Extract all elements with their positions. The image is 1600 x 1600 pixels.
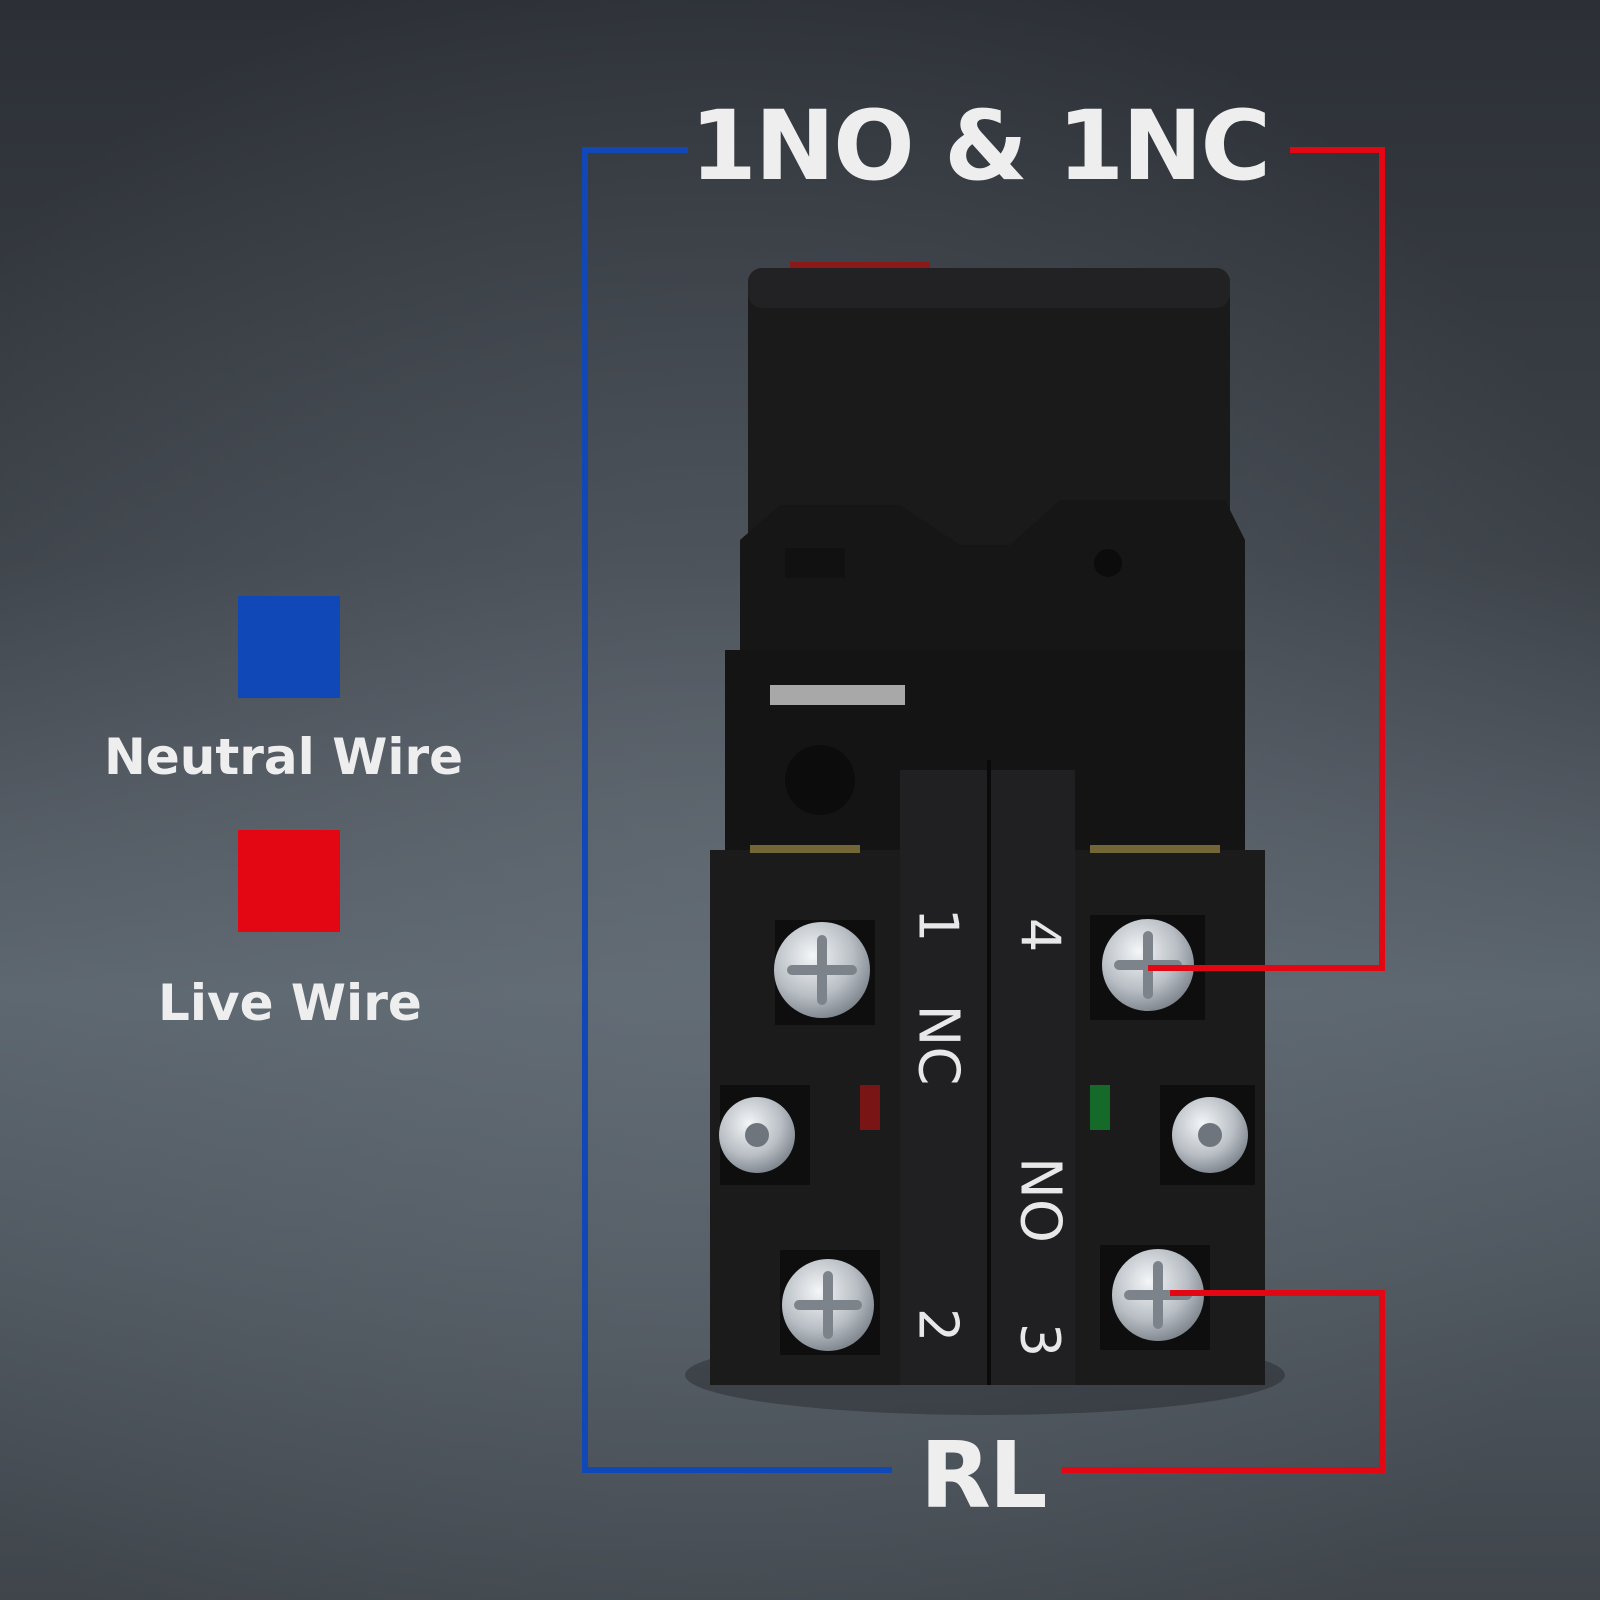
- neutral-wire-line: [582, 147, 892, 1473]
- live-wire-line-top: [1148, 147, 1385, 971]
- screw-bottom-left: [782, 1259, 874, 1351]
- terminal-1-label: 1: [907, 908, 970, 942]
- latch: [770, 685, 905, 705]
- no-indicator: [1090, 1085, 1110, 1130]
- live-wire-label: Live Wire: [158, 974, 422, 1032]
- neutral-wire-label: Neutral Wire: [104, 728, 464, 786]
- neutral-wire-swatch: [238, 596, 340, 698]
- nc-label: NC: [906, 1005, 971, 1086]
- live-wire-swatch: [238, 830, 340, 932]
- terminal-2-label: 2: [907, 1308, 970, 1342]
- screw-middle-right: [1172, 1097, 1248, 1173]
- rl-label: RL: [920, 1422, 1047, 1529]
- switch-head: [748, 268, 1230, 548]
- screw-top-left: [774, 922, 870, 1018]
- no-label: NO: [1008, 1157, 1073, 1243]
- contact-config-title: 1NO & 1NC: [690, 90, 1271, 202]
- terminal-3-label: 3: [1009, 1323, 1072, 1357]
- terminal-4-label: 4: [1009, 918, 1072, 952]
- nc-indicator: [860, 1085, 880, 1130]
- screw-middle-left: [719, 1097, 795, 1173]
- live-wire-line-bottom: [1062, 1290, 1385, 1473]
